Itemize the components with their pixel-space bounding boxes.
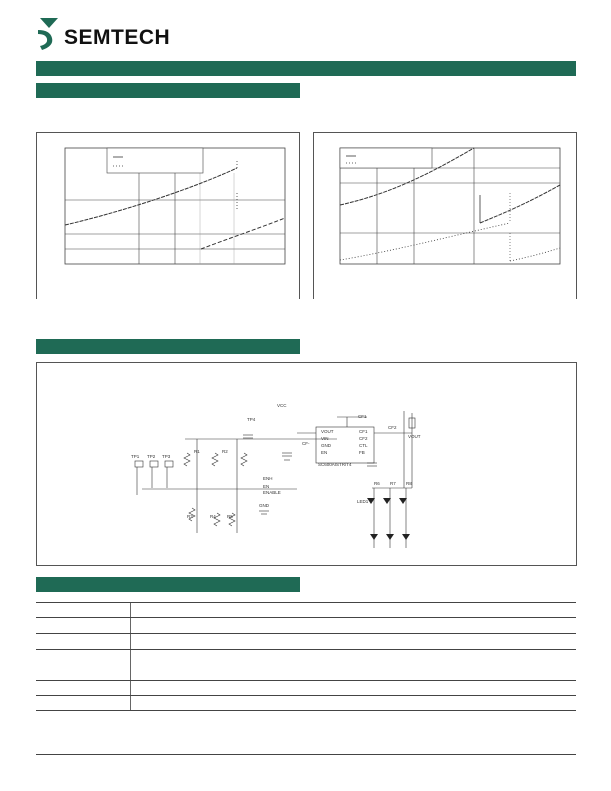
pin-gnd: GND: [321, 443, 332, 448]
footer-rule: [36, 754, 576, 755]
resistor: [213, 512, 221, 527]
led-icon: [402, 534, 410, 540]
label-tp4: TP4: [247, 417, 256, 422]
semtech-logo-icon: [38, 18, 58, 50]
table-cell-right: [131, 634, 576, 649]
label-r4: R4: [210, 514, 216, 519]
led-array: [367, 498, 410, 540]
pin-cf2: CF2: [359, 436, 368, 441]
label-tp2: TP2: [147, 454, 156, 459]
label-r6: R6: [374, 481, 380, 486]
table-row: [36, 634, 576, 650]
legend-box: [339, 147, 433, 169]
label-r5: R5: [227, 514, 233, 519]
table-row: [36, 618, 576, 634]
legend-box: [106, 147, 204, 174]
spec-table: [36, 602, 576, 711]
brand-name: SEMTECH: [64, 26, 171, 49]
label-r3: R3: [187, 514, 193, 519]
table-cell-right: [131, 696, 576, 710]
section-bar-characteristics: [36, 83, 300, 98]
ic-u1: [315, 426, 375, 464]
test-point: [164, 460, 174, 468]
table-cell-left: [36, 634, 131, 649]
section-bar-table: [36, 577, 300, 592]
series-curve-1b: [479, 184, 561, 224]
table-cell-left: [36, 650, 131, 680]
label-enable: ENABLE: [263, 490, 281, 495]
pin-vin: VIN: [321, 436, 329, 441]
resistor: [228, 512, 236, 527]
led-icon: [399, 498, 407, 504]
section-bar-schematic: [36, 339, 300, 354]
table-cell-right: [131, 681, 576, 695]
series-curve-1: [339, 147, 475, 206]
series-curve-2b: [509, 247, 561, 262]
chart-right: [339, 147, 561, 265]
table-cell-right: [131, 603, 576, 617]
label-r1: R1: [194, 449, 200, 454]
pin-fb: FB: [359, 450, 365, 455]
table-cell-right: [131, 650, 576, 680]
led-icon: [367, 498, 375, 504]
label-vout: VOUT: [408, 434, 421, 439]
led-icon: [383, 498, 391, 504]
label-r7: R7: [390, 481, 396, 486]
table-row: [36, 603, 576, 618]
led-icon: [370, 534, 378, 540]
label-cf2: CF2: [388, 425, 397, 430]
label-ic-part: SC600AISTR/T4: [318, 462, 352, 467]
resistor: [240, 452, 248, 467]
resistor: [211, 452, 219, 467]
pin-en: EN: [321, 450, 327, 455]
test-point: [149, 460, 159, 468]
chart-panel-left: [36, 132, 300, 299]
connector-vout: [408, 417, 416, 429]
label-r2: R2: [222, 449, 228, 454]
table-cell-left: [36, 603, 131, 617]
label-cfm: CF-: [302, 441, 310, 446]
led-icon: [386, 534, 394, 540]
label-en: EN: [263, 484, 269, 489]
label-tp3: TP3: [162, 454, 171, 459]
test-point: [134, 460, 144, 468]
table-row: [36, 650, 576, 681]
resistor: [183, 452, 191, 467]
table-row: [36, 681, 576, 696]
table-cell-left: [36, 618, 131, 633]
label-enh: ENH: [263, 476, 273, 481]
header-bar: [36, 61, 576, 76]
series-curve-2: [339, 222, 511, 261]
label-r8: R8: [406, 481, 412, 486]
table-row: [36, 696, 576, 711]
series-curve-1: [64, 167, 238, 226]
label-gnd: GND: [259, 503, 270, 508]
chart-left: [64, 147, 286, 265]
schematic-panel: VCC CF1 CF2 CF- SC600AISTR/T4 ENH EN ENA…: [36, 362, 577, 566]
pin-ctl: CTL: [359, 443, 368, 448]
label-tp1: TP1: [131, 454, 140, 459]
chart-panel-right: [313, 132, 577, 299]
resistor: [188, 507, 196, 522]
pin-vout: VOUT: [321, 429, 334, 434]
table-cell-left: [36, 696, 131, 710]
label-cf1: CF1: [358, 414, 367, 419]
label-led1: LED1: [357, 499, 369, 504]
schematic-diagram: VCC CF1 CF2 CF- SC600AISTR/T4 ENH EN ENA…: [131, 403, 421, 548]
table-cell-right: [131, 618, 576, 633]
table-cell-left: [36, 681, 131, 695]
pin-cf1: CF1: [359, 429, 368, 434]
series-curve-2: [200, 217, 286, 250]
label-vcc: VCC: [277, 403, 287, 408]
